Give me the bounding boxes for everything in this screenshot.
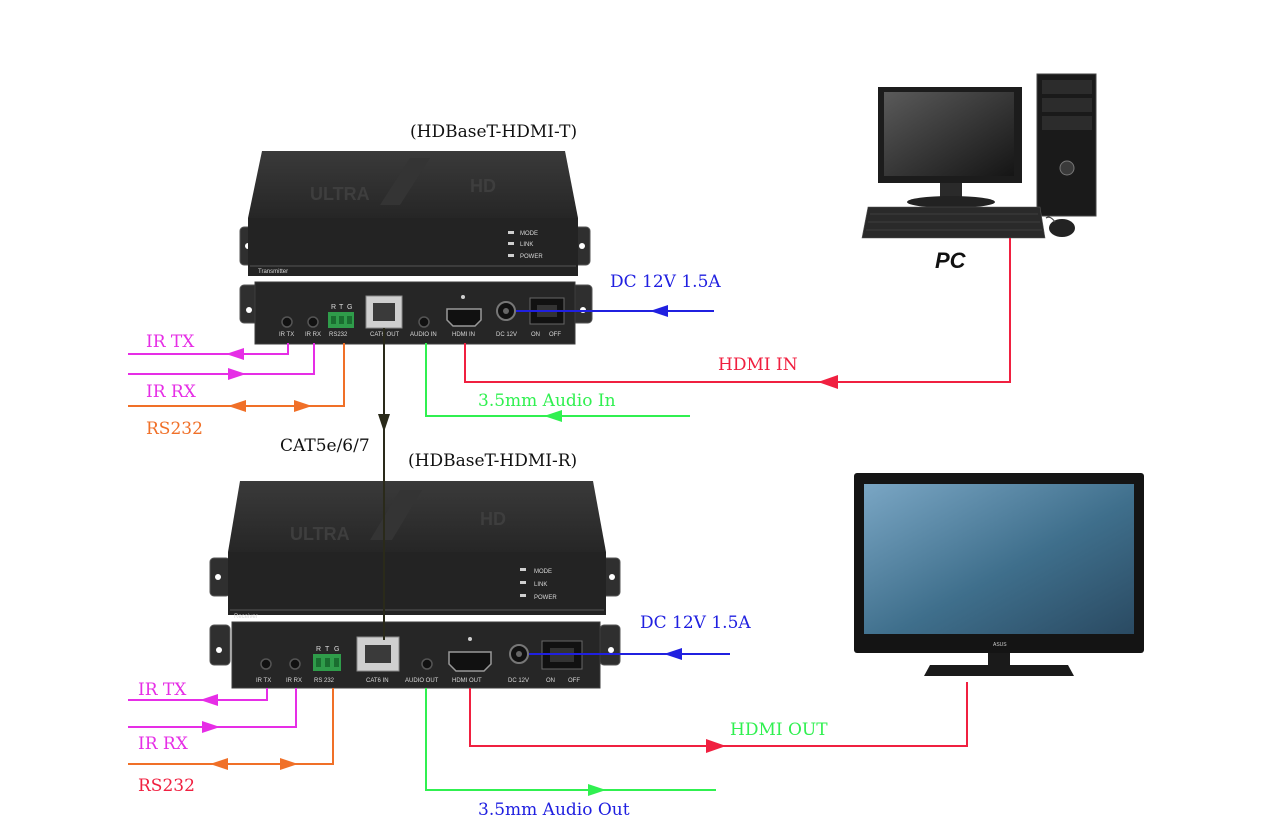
transmitter-body-label: Transmitter [258, 269, 288, 275]
transmitter-port-dc: DC 12V [496, 332, 517, 338]
receiver-port-dc: DC 12V [508, 678, 529, 684]
cable-label: CAT5e/6/7 [280, 436, 370, 456]
audio-in-wire [425, 343, 690, 417]
receiver-led-mode: MODE [534, 569, 552, 575]
hdmi-out-wire [469, 682, 968, 747]
receiver-port-ir-rx: IR RX [286, 678, 302, 684]
audio-out-wire [425, 688, 716, 791]
receiver-port-hdmi: HDMI OUT [452, 678, 482, 684]
receiver-port-off: OFF [568, 678, 580, 684]
tx-ir-rx-arrow [228, 368, 246, 380]
transmitter-rs232-pin-t: T [339, 304, 344, 311]
audio-in-label: 3.5mm Audio In [478, 391, 616, 411]
receiver-title: (HDBaseT-HDMI-R) [408, 451, 577, 471]
tx-ir-tx-arrow [226, 348, 244, 360]
transmitter-port-hdmi: HDMI IN [452, 332, 475, 338]
transmitter-device: ULTRA HD Transmitter MODE LINK POWER R T… [239, 151, 593, 345]
svg-text:ULTRA: ULTRA [290, 524, 350, 544]
pc-label: PC [935, 248, 967, 273]
transmitter-port-off: OFF [549, 332, 561, 338]
receiver-rs232-pin-t: T [325, 646, 330, 653]
rx-ir-tx-wire [128, 688, 268, 701]
transmitter-led-mode: MODE [520, 231, 538, 237]
receiver-port-audio: AUDIO OUT [405, 678, 439, 684]
transmitter-rs232-pin-g: G [347, 304, 352, 311]
tx-ir-rx-wire [128, 343, 315, 375]
tx-ir-tx-label: IR TX [146, 332, 195, 352]
rx-rs232-wire [128, 688, 334, 765]
connection-lines [128, 238, 1011, 796]
transmitter-led-power: POWER [520, 254, 543, 260]
tv-brand: ASUS [993, 642, 1007, 648]
transmitter-port-on: ON [531, 332, 540, 338]
hdmi-in-wire [464, 238, 1011, 383]
transmitter-port-rs232: RS232 [329, 332, 348, 338]
transmitter-port-ir-rx: IR RX [305, 332, 321, 338]
receiver-body-label: Receiver [234, 614, 258, 620]
rx-ir-rx-wire [128, 688, 297, 728]
svg-text:HD: HD [480, 509, 506, 529]
hdmi-out-label: HDMI OUT [730, 720, 828, 740]
transmitter-led-link: LINK [520, 242, 533, 248]
transmitter-title: (HDBaseT-HDMI-T) [410, 122, 577, 142]
rx-dc-label: DC 12V 1.5A [640, 613, 751, 633]
receiver-port-rs232: RS 232 [314, 678, 335, 684]
svg-text:HD: HD [470, 176, 496, 196]
receiver-led-link: LINK [534, 582, 547, 588]
receiver-port-ir-tx: IR TX [256, 678, 271, 684]
tx-ir-rx-label: IR RX [146, 382, 197, 402]
transmitter-port-audio: AUDIO IN [410, 332, 437, 338]
tv-illustration: ASUS [854, 473, 1144, 676]
audio-out-label: 3.5mm Audio Out [478, 800, 630, 820]
hdmi-in-label: HDMI IN [718, 355, 798, 375]
svg-text:ULTRA: ULTRA [310, 184, 370, 204]
rx-rs232-label: RS232 [138, 776, 195, 796]
rx-ir-tx-label: IR TX [138, 680, 187, 700]
transmitter-rs232-pin-r: R [331, 304, 336, 311]
tx-ir-tx-wire [128, 343, 289, 355]
tx-rs232-label: RS232 [146, 419, 203, 439]
receiver-rs232-pin-g: G [334, 646, 339, 653]
receiver-led-power: POWER [534, 595, 557, 601]
receiver-port-cat6: CAT6 IN [366, 678, 389, 684]
receiver-device: ULTRA HD Receiver MODE LINK POWER R T G [209, 481, 621, 689]
pc-illustration [861, 73, 1097, 239]
transmitter-port-ir-tx: IR TX [279, 332, 294, 338]
receiver-port-on: ON [546, 678, 555, 684]
tx-rs232-wire [128, 343, 345, 407]
rx-ir-rx-label: IR RX [138, 734, 189, 754]
receiver-rs232-pin-r: R [316, 646, 321, 653]
tx-dc-label: DC 12V 1.5A [610, 272, 721, 292]
